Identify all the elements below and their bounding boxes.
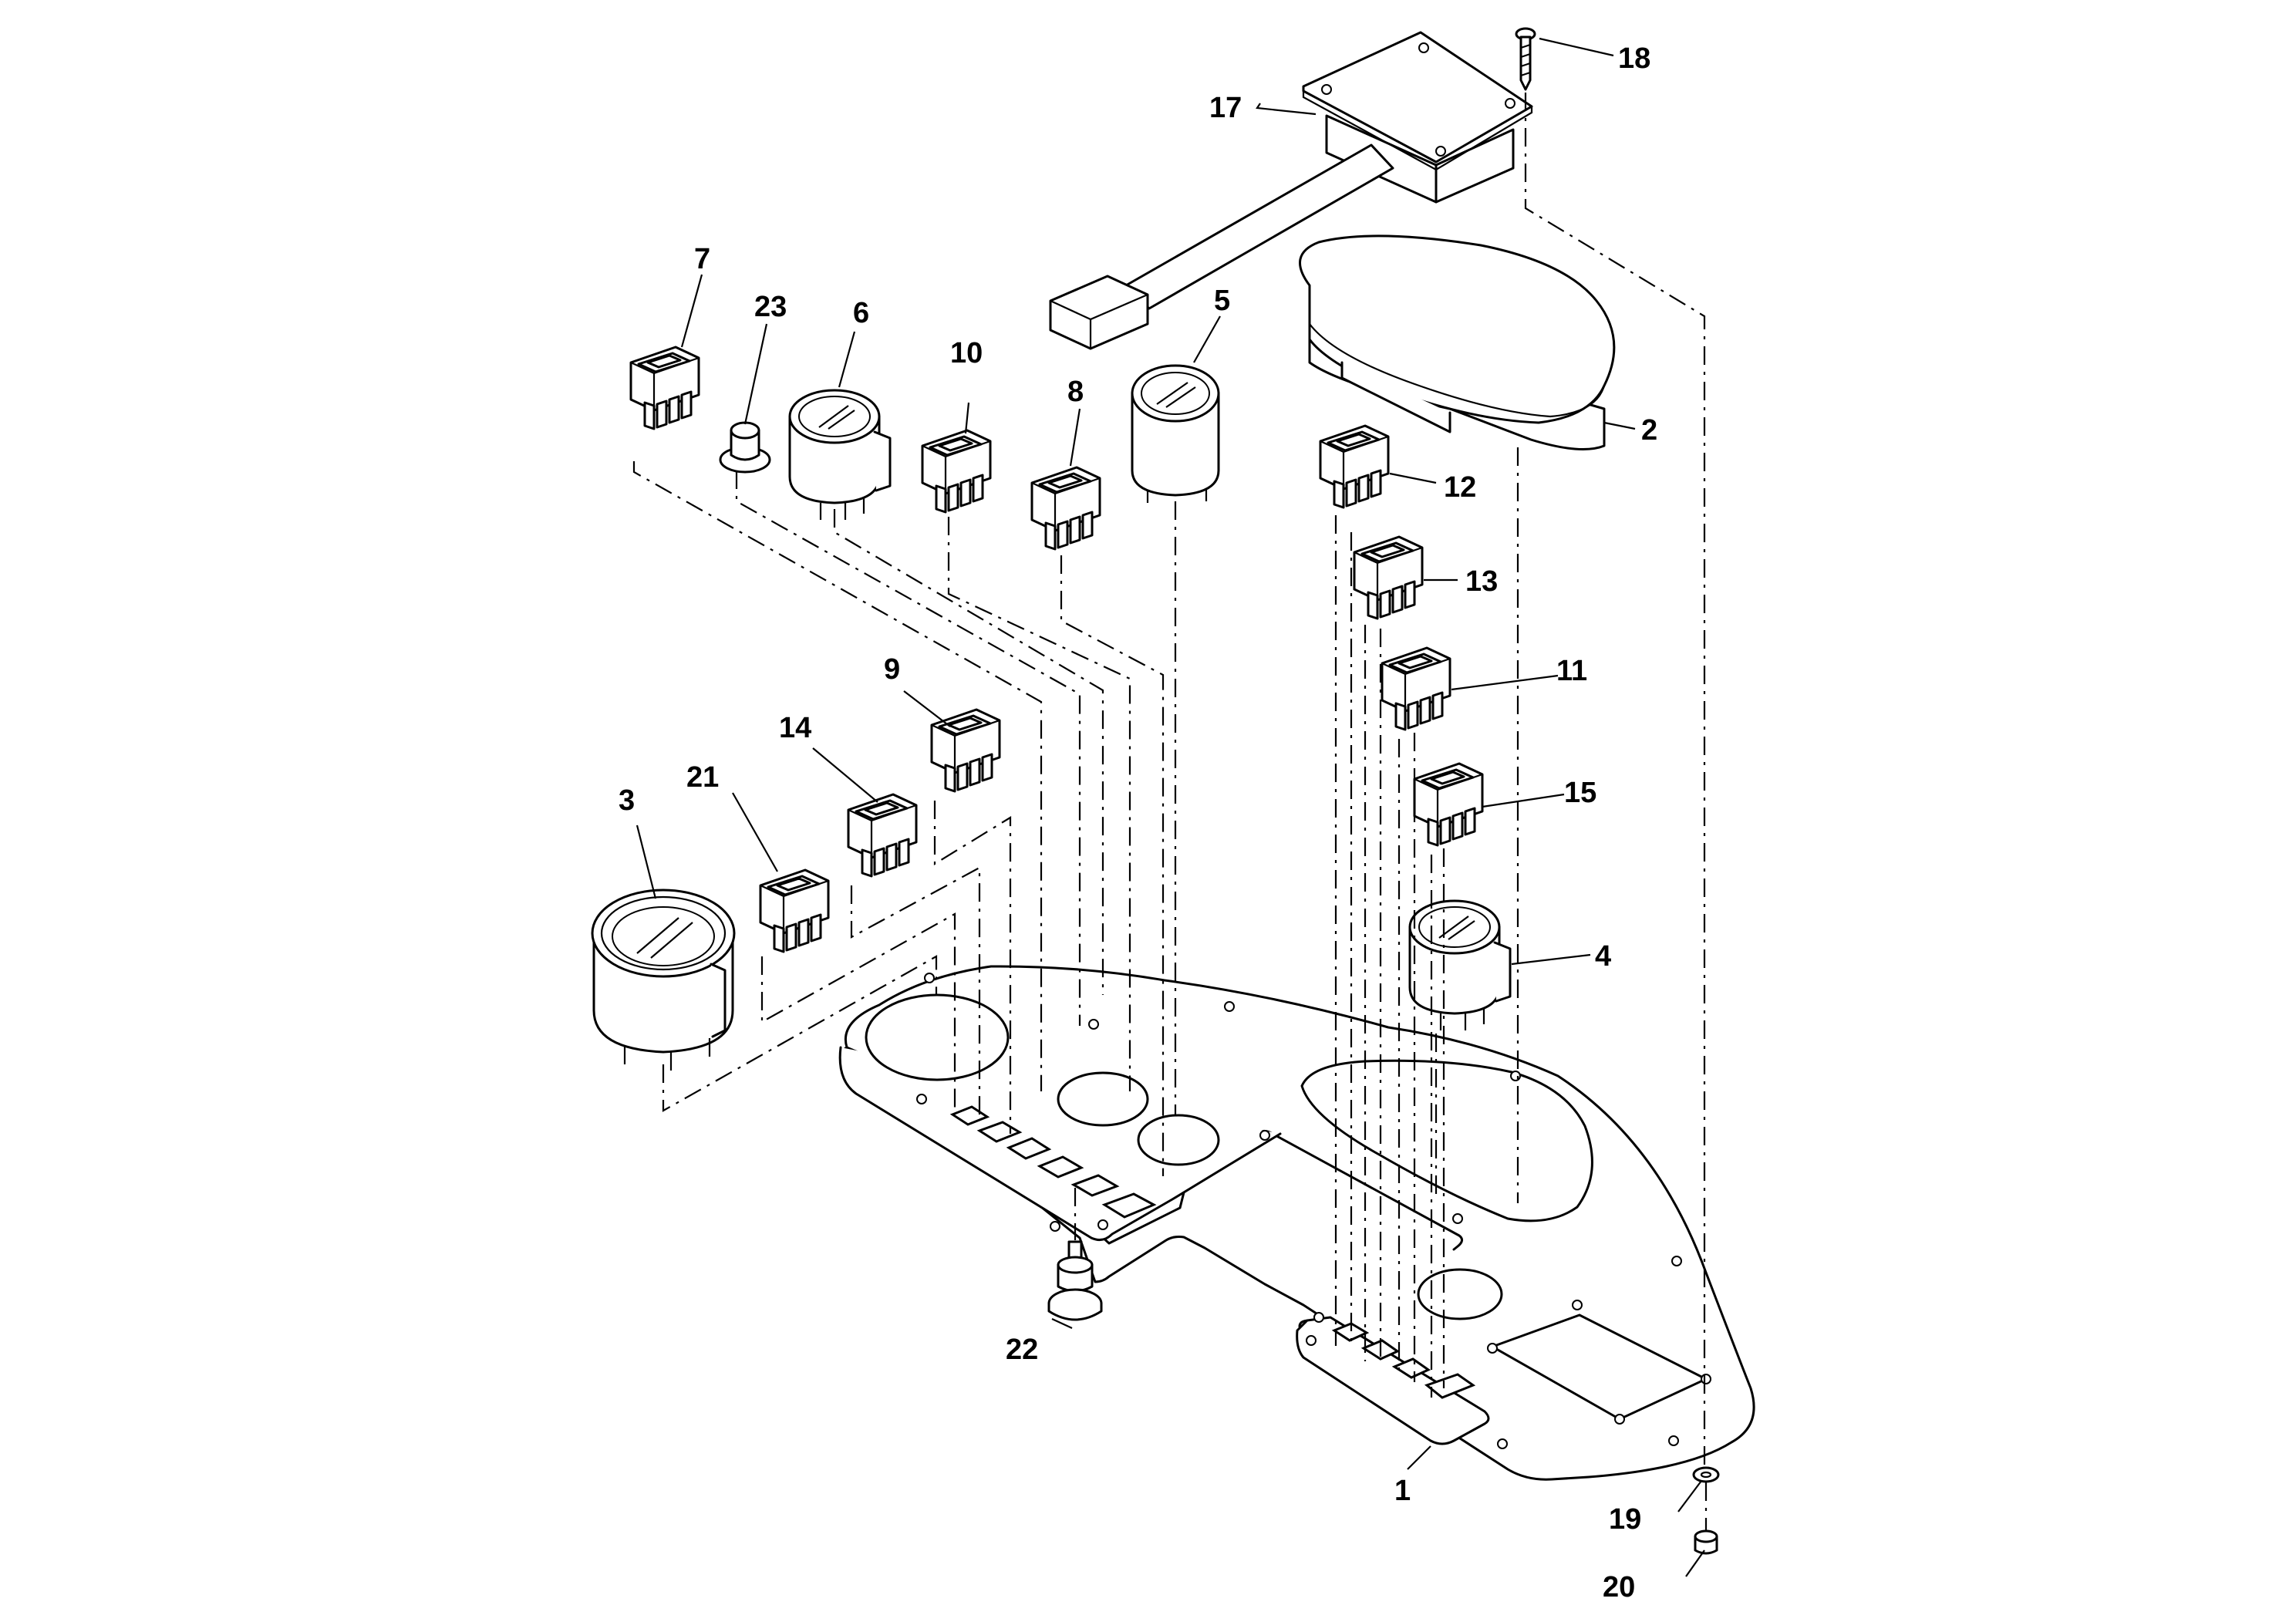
- callout-12: 12: [1444, 471, 1476, 504]
- callout-1: 1: [1394, 1475, 1411, 1507]
- nut: [1694, 1529, 1718, 1555]
- callout-10: 10: [950, 337, 983, 369]
- callout-19: 19: [1609, 1503, 1641, 1536]
- callout-13: 13: [1465, 565, 1498, 598]
- rocker-switch-21: [759, 868, 830, 953]
- callout-21: 21: [686, 761, 719, 794]
- rocker-switch-12: [1319, 424, 1390, 509]
- rocker-switch-8: [1030, 466, 1101, 551]
- callout-20: 20: [1603, 1571, 1635, 1603]
- knob: [719, 421, 771, 474]
- callout-8: 8: [1067, 376, 1084, 408]
- gauge-6: [788, 389, 892, 521]
- callouts: 1 2 3 4 5 6 7 8 9 10 11 12 13 14 15 17 1…: [619, 42, 1657, 1603]
- rocker-switch-10: [921, 429, 992, 514]
- callout-15: 15: [1564, 777, 1596, 809]
- callout-11: 11: [1556, 655, 1587, 687]
- rocker-switch-9: [930, 708, 1001, 793]
- rocker-switch-11: [1381, 646, 1451, 731]
- instrument-cluster: [1299, 234, 1616, 450]
- callout-18: 18: [1618, 42, 1650, 75]
- rocker-switch-14: [847, 793, 918, 878]
- callout-17: 17: [1209, 92, 1242, 124]
- alignment-lines: [632, 93, 1708, 1531]
- knob-22: [1047, 1240, 1103, 1321]
- callout-14: 14: [779, 712, 811, 744]
- callout-7: 7: [694, 243, 710, 275]
- gauge-3: [591, 889, 736, 1071]
- callout-22: 22: [1006, 1334, 1038, 1366]
- screw: [1515, 27, 1536, 91]
- rocker-switch-13: [1353, 535, 1424, 620]
- dash-panel: [838, 965, 1755, 1481]
- callout-3: 3: [619, 784, 635, 817]
- washer: [1692, 1466, 1720, 1483]
- gauge-5: [1131, 364, 1220, 503]
- callout-4: 4: [1595, 940, 1611, 973]
- callout-6: 6: [853, 297, 869, 329]
- rocker-switch-15: [1413, 762, 1484, 847]
- callout-2: 2: [1641, 414, 1657, 447]
- callout-5: 5: [1214, 285, 1230, 317]
- callout-9: 9: [884, 653, 900, 686]
- callout-23: 23: [754, 291, 787, 323]
- gauge-4: [1408, 899, 1512, 1032]
- control-module: [1049, 31, 1533, 350]
- rocker-switch-7: [629, 346, 700, 430]
- leader-lines: [636, 37, 1705, 1577]
